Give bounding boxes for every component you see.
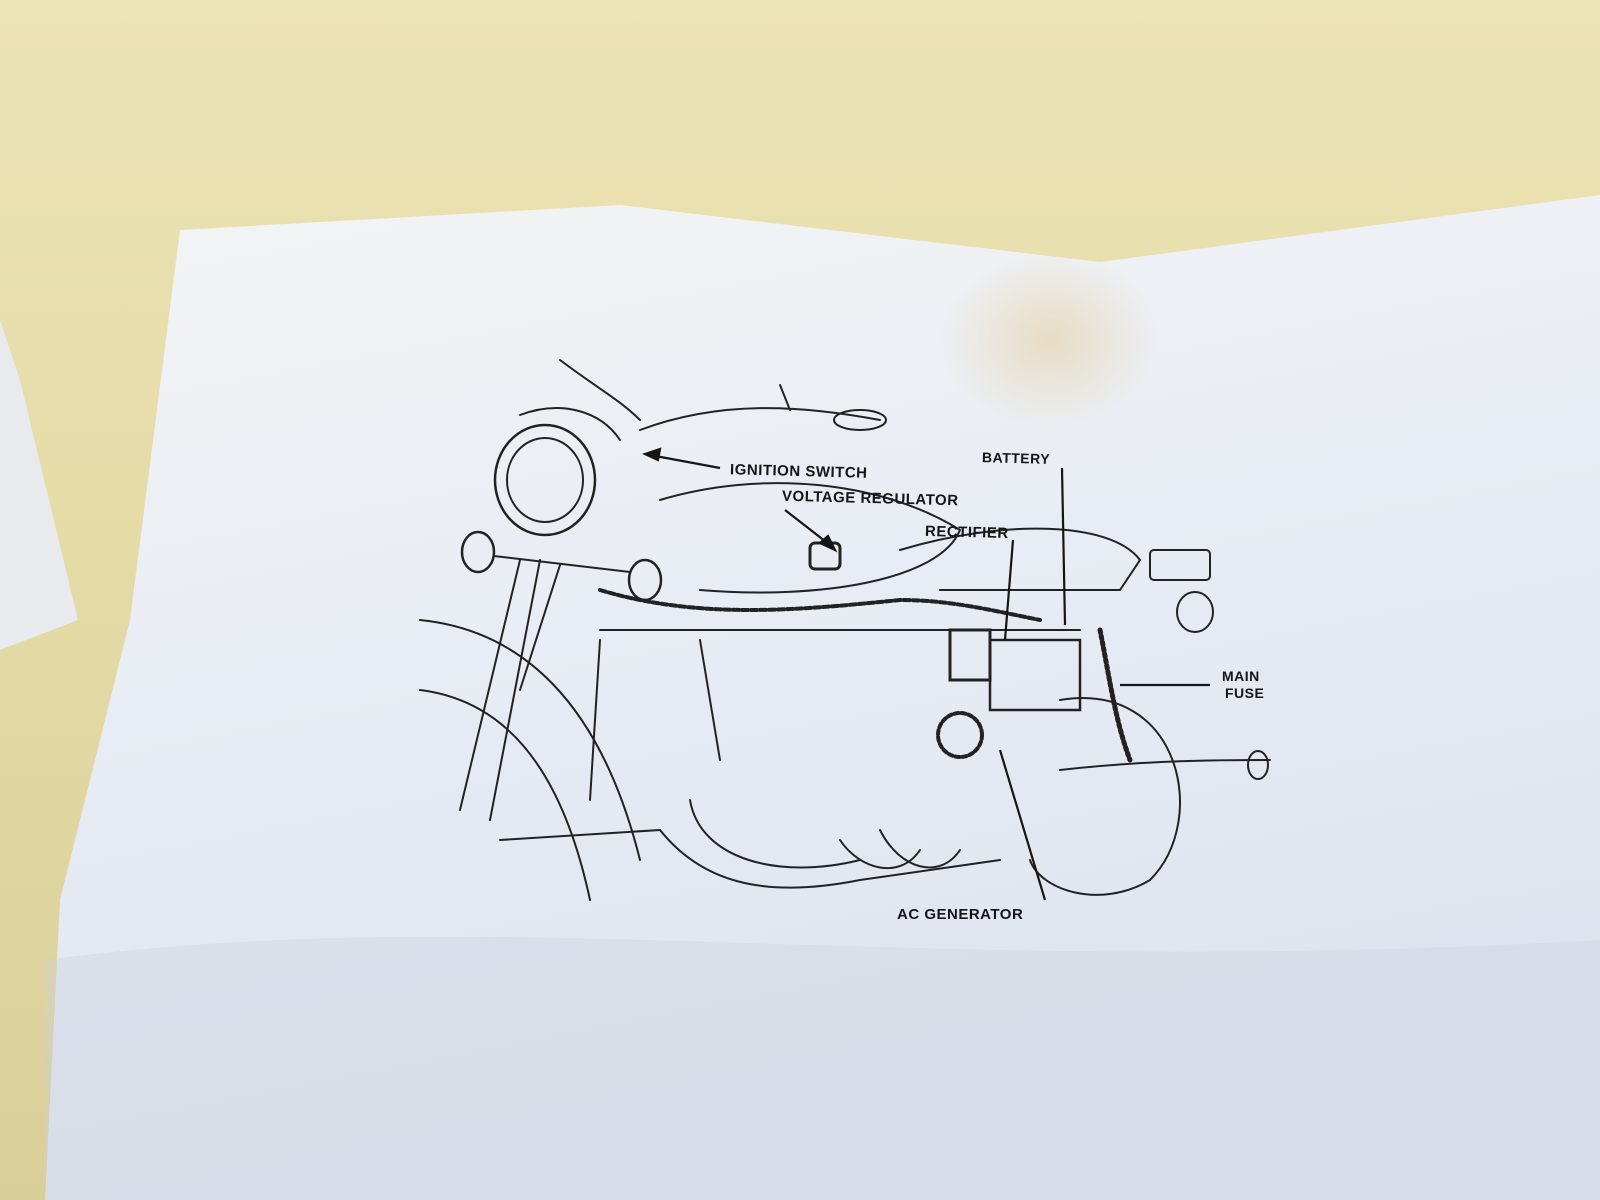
motorcycle-drawing <box>419 359 1271 901</box>
label-rectifier: RECTIFIER <box>924 522 1009 543</box>
label-ignition-switch: IGNITION SWITCH <box>729 461 868 482</box>
paper-stain <box>940 250 1160 430</box>
label-main-fuse-line2: FUSE <box>1225 685 1265 701</box>
label-battery: BATTERY <box>981 449 1051 467</box>
label-main-fuse-line1: MAIN <box>1222 668 1260 684</box>
paper-shadow <box>45 936 1600 1200</box>
leader-lines <box>642 447 1210 901</box>
label-ac-generator: AC GENERATOR <box>897 906 1024 923</box>
paper-sheet <box>45 195 1600 1200</box>
background-paper <box>0 320 78 650</box>
